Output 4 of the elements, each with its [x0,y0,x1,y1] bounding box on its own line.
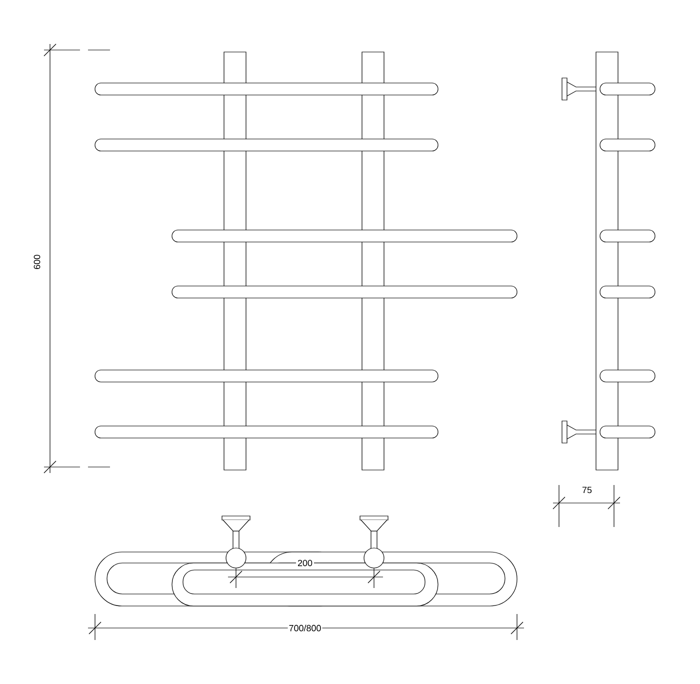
dimension-label: 700/800 [289,624,321,632]
dimension-label: 600 [34,254,40,270]
dimension-label: 75 [582,486,592,494]
dimension-label: 200 [298,560,312,566]
